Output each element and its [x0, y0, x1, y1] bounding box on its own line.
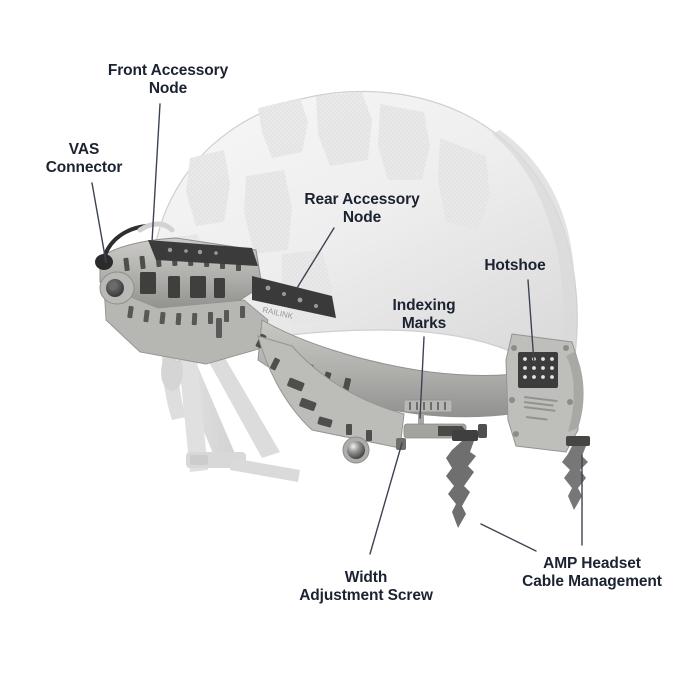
- leader-front-accessory-node: [151, 103, 161, 243]
- leader-rear-accessory-node: [296, 227, 335, 289]
- hotshoe-contact-plate: [518, 352, 558, 388]
- callout-front-accessory-node: Front Accessory Node: [107, 62, 229, 97]
- width-adjustment-screw: [342, 436, 406, 464]
- leader-amp-cable-left: [480, 523, 537, 552]
- vas-connector: [95, 221, 175, 270]
- occipital-housing: [257, 335, 406, 464]
- leader-vas-connector: [91, 182, 107, 263]
- leader-hotshoe: [527, 279, 535, 364]
- retention-strap-assembly: [161, 332, 300, 482]
- callout-width-adjustment-screw: Width Adjustment Screw: [299, 569, 433, 604]
- leader-width-adjustment-screw: [369, 442, 403, 555]
- callout-amp-headset-cable-management: AMP Headset Cable Management: [522, 555, 662, 590]
- callout-vas-connector: VAS Connector: [45, 141, 123, 176]
- leader-indexing-marks: [419, 336, 425, 419]
- callout-rear-accessory-node: Rear Accessory Node: [304, 191, 420, 226]
- callout-indexing-marks: Indexing Marks: [392, 297, 456, 332]
- leader-lines: [91, 103, 583, 555]
- callout-hotshoe: Hotshoe: [484, 257, 546, 274]
- indexing-marks: [403, 399, 453, 424]
- hotshoe-module: [505, 333, 584, 453]
